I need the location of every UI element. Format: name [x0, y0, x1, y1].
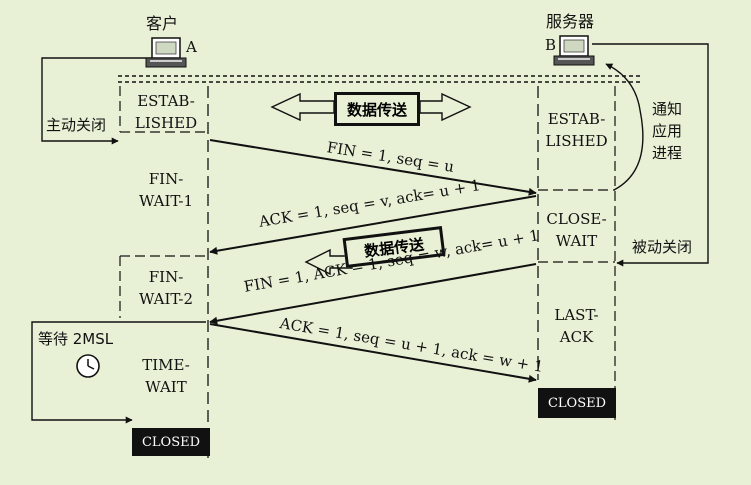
state-line: LISHED	[545, 132, 608, 150]
active-close-label: 主动关闭	[46, 116, 107, 134]
state-line: TIME-	[142, 356, 190, 374]
server-title: 服务器	[546, 12, 595, 31]
server-state-last-ack: LAST- ACK	[538, 304, 615, 348]
client-host-label: A	[186, 38, 197, 56]
data-transfer-box-top: 数据传送	[334, 92, 420, 126]
notify-line: 应用	[652, 122, 683, 140]
server-state-established: ESTAB- LISHED	[538, 108, 615, 152]
notify-app-arrow	[605, 63, 644, 191]
computer-icon	[553, 35, 595, 66]
notify-line: 进程	[652, 144, 683, 162]
client-state-closed: CLOSED	[132, 428, 210, 456]
clock-icon	[76, 354, 100, 378]
state-line: FIN-	[148, 170, 184, 188]
computer-icon	[145, 37, 187, 68]
state-line: ESTAB-	[547, 110, 606, 128]
client-title: 客户	[146, 14, 179, 33]
state-line: ESTAB-	[137, 92, 195, 110]
msg-ack1-arrow	[209, 195, 537, 255]
passive-close-label: 被动关闭	[632, 238, 693, 256]
passive-close-arrow	[592, 43, 709, 267]
state-line: ACK	[559, 328, 594, 346]
msg-fin1-arrow	[209, 139, 537, 196]
server-state-closed: CLOSED	[538, 388, 616, 418]
state-line: CLOSE-	[546, 210, 607, 228]
wait-2msl-box	[31, 321, 206, 424]
state-line: LISHED	[134, 114, 198, 132]
state-line: WAIT	[555, 232, 598, 250]
state-line: WAIT-1	[138, 192, 194, 210]
client-state-time-wait: TIME- WAIT	[124, 354, 208, 398]
msg-ack2-arrow	[209, 323, 537, 383]
state-line: LAST-	[554, 306, 599, 324]
client-state-established: ESTAB- LISHED	[124, 90, 208, 134]
server-state-close-wait: CLOSE- WAIT	[538, 208, 615, 252]
client-state-fin-wait-1: FIN- WAIT-1	[124, 168, 208, 212]
state-line: FIN-	[148, 268, 184, 286]
notify-line: 通知	[652, 100, 683, 118]
msg-fin2-arrow	[209, 263, 537, 325]
server-host-label: B	[545, 36, 557, 54]
client-state-fin-wait-2: FIN- WAIT-2	[124, 266, 208, 310]
state-line: WAIT	[145, 378, 187, 396]
notify-app-label: 通知 应用 进程	[652, 98, 682, 164]
wait-2msl-label: 等待 2MSL	[38, 330, 114, 348]
state-line: WAIT-2	[138, 290, 194, 308]
active-close-arrow	[41, 57, 160, 145]
